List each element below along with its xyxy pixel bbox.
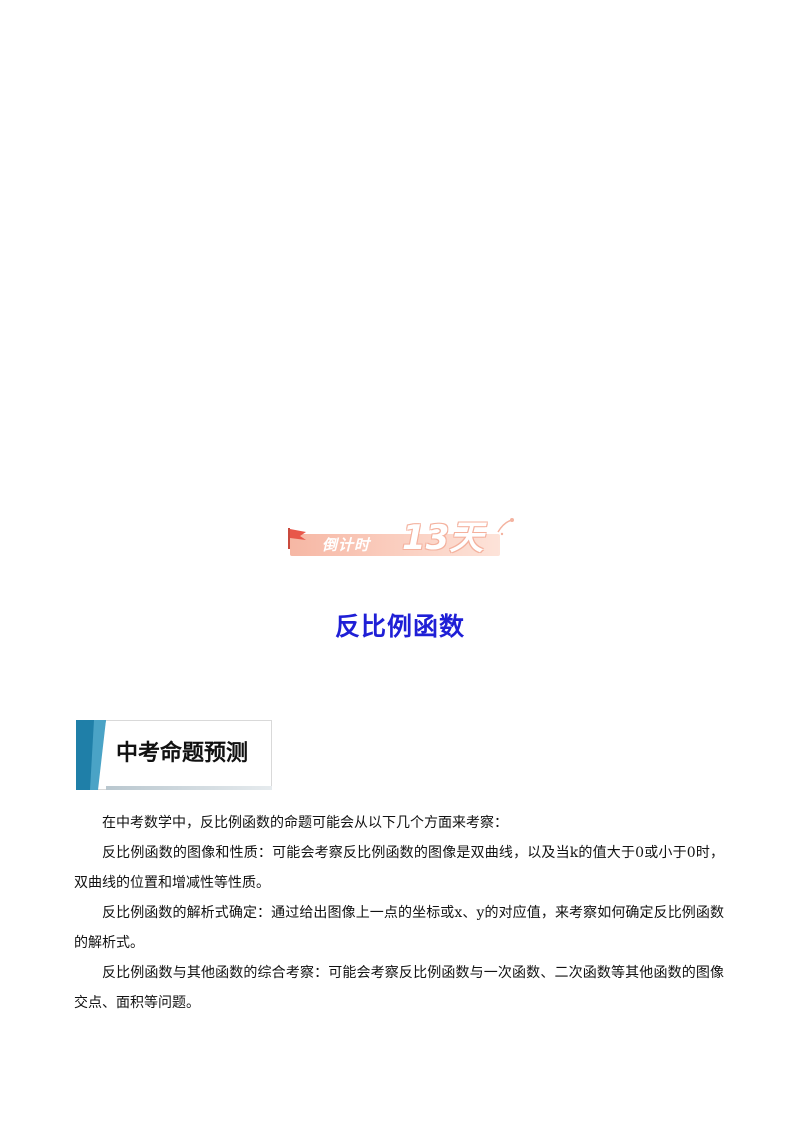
body-text: 在中考数学中，反比例函数的命题可能会从以下几个方面来考察： 反比例函数的图像和性… [74, 808, 724, 1018]
paragraph: 反比例函数与其他函数的综合考察：可能会考察反比例函数与一次函数、二次函数等其他函… [74, 965, 724, 1011]
section-heading-shadow [106, 786, 272, 790]
countdown-label: 倒计时 [322, 536, 371, 554]
flag-icon [288, 528, 306, 549]
countdown-days: 13天 [402, 518, 484, 558]
banner-ribbon [290, 534, 500, 556]
paragraph: 反比例函数的图像和性质：可能会考察反比例函数的图像是双曲线，以及当k的值大于0或… [74, 845, 724, 891]
paragraph: 反比例函数的解析式确定：通过给出图像上一点的坐标或x、y的对应值，来考察如何确定… [74, 905, 724, 951]
section-heading-box [76, 720, 272, 790]
countdown-banner: 倒计时 13天 [286, 512, 518, 562]
section-accent-icon [76, 720, 106, 790]
page-title: 反比例函数 [334, 612, 465, 641]
paragraph: 在中考数学中，反比例函数的命题可能会从以下几个方面来考察： [102, 815, 508, 831]
section-heading-text: 中考命题预测 [116, 741, 249, 766]
section-heading: 中考命题预测 [76, 720, 272, 790]
sparkle-icon [497, 518, 514, 536]
